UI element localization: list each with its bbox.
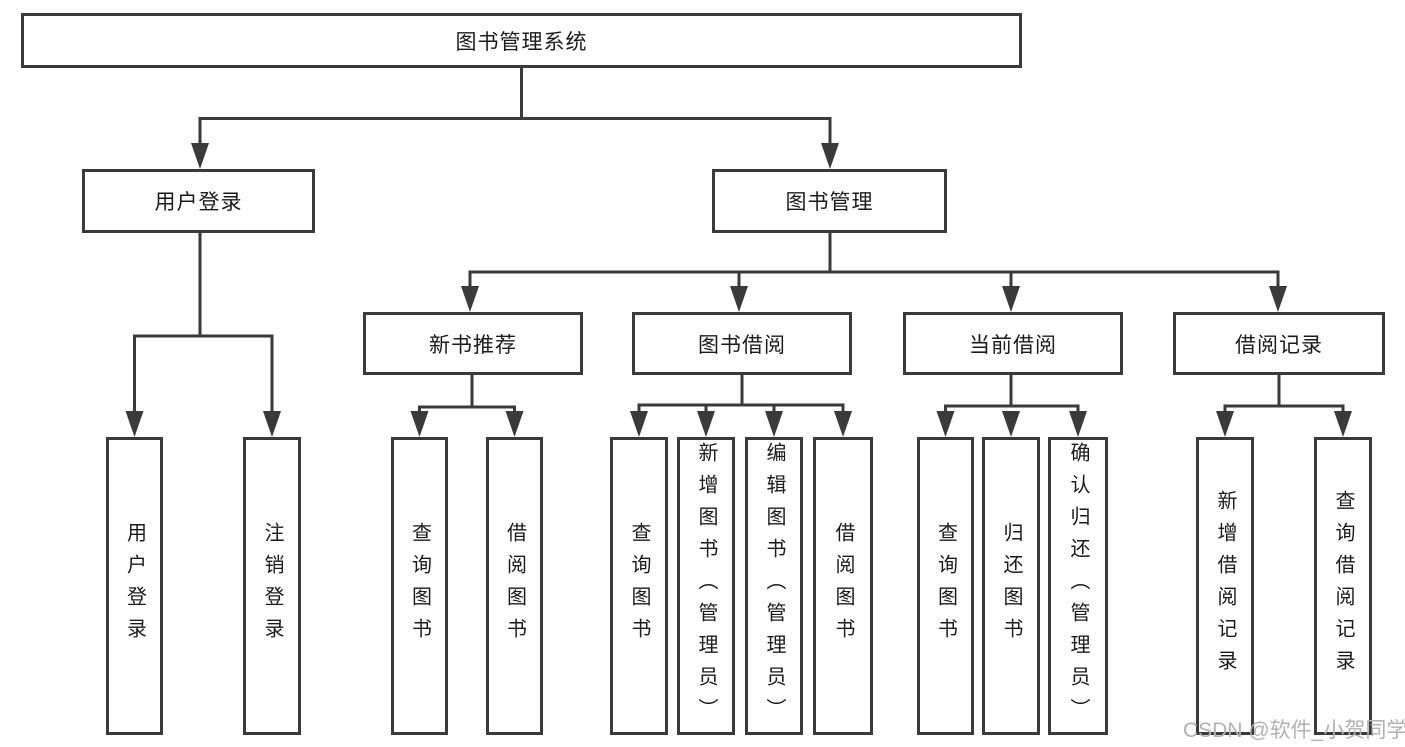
leaf-label: 用户登录 bbox=[123, 522, 146, 650]
leaf-recommend-query-book: 查询图书 bbox=[391, 437, 448, 735]
node-label: 图书借阅 bbox=[698, 333, 786, 357]
leaf-label: 新增图书（管理员） bbox=[695, 442, 717, 730]
node-library-management-system: 图书管理系统 bbox=[21, 13, 1022, 68]
leaf-borrow-query-book: 查询图书 bbox=[610, 437, 668, 735]
leaf-borrow-borrow-book: 借阅图书 bbox=[813, 437, 873, 735]
leaf-recommend-borrow-book: 借阅图书 bbox=[486, 437, 543, 735]
leaf-logout: 注销登录 bbox=[243, 437, 301, 735]
leaf-label: 确认归还（管理员） bbox=[1067, 442, 1089, 730]
leaf-current-query-book: 查询图书 bbox=[917, 437, 974, 735]
leaf-current-return-book: 归还图书 bbox=[982, 437, 1040, 735]
leaf-label: 借阅图书 bbox=[503, 522, 526, 650]
node-label: 借阅记录 bbox=[1235, 333, 1323, 357]
leaf-label: 查询图书 bbox=[628, 522, 650, 650]
leaf-records-query-record: 查询借阅记录 bbox=[1314, 437, 1372, 735]
csdn-watermark: CSDN @软件_小贺同学 bbox=[1183, 719, 1405, 742]
node-label: 当前借阅 bbox=[969, 333, 1057, 357]
node-new-book-recommend: 新书推荐 bbox=[363, 312, 583, 375]
node-label: 新书推荐 bbox=[429, 333, 517, 357]
node-current-borrow: 当前借阅 bbox=[903, 312, 1123, 375]
leaf-records-add-record: 新增借阅记录 bbox=[1196, 437, 1254, 735]
leaf-label: 编辑图书（管理员） bbox=[763, 442, 785, 730]
node-user-login: 用户登录 bbox=[82, 169, 315, 233]
node-label: 图书管理 bbox=[785, 191, 874, 214]
leaf-label: 查询图书 bbox=[934, 522, 957, 650]
leaf-user-login: 用户登录 bbox=[106, 437, 163, 735]
leaf-label: 归还图书 bbox=[1000, 522, 1022, 650]
leaf-label: 注销登录 bbox=[261, 522, 283, 650]
leaf-label: 查询借阅记录 bbox=[1332, 490, 1354, 682]
node-book-management: 图书管理 bbox=[712, 169, 947, 233]
leaf-borrow-edit-book-admin: 编辑图书（管理员） bbox=[745, 437, 803, 735]
node-label: 图书管理系统 bbox=[455, 30, 588, 54]
node-borrow-records: 借阅记录 bbox=[1173, 312, 1385, 375]
node-book-borrow: 图书借阅 bbox=[632, 312, 852, 375]
node-label: 用户登录 bbox=[154, 191, 243, 214]
leaf-label: 查询图书 bbox=[408, 522, 431, 650]
leaf-label: 借阅图书 bbox=[832, 522, 854, 650]
leaf-label: 新增借阅记录 bbox=[1214, 490, 1236, 682]
leaf-current-confirm-return-admin: 确认归还（管理员） bbox=[1048, 437, 1108, 735]
leaf-borrow-add-book-admin: 新增图书（管理员） bbox=[677, 437, 735, 735]
